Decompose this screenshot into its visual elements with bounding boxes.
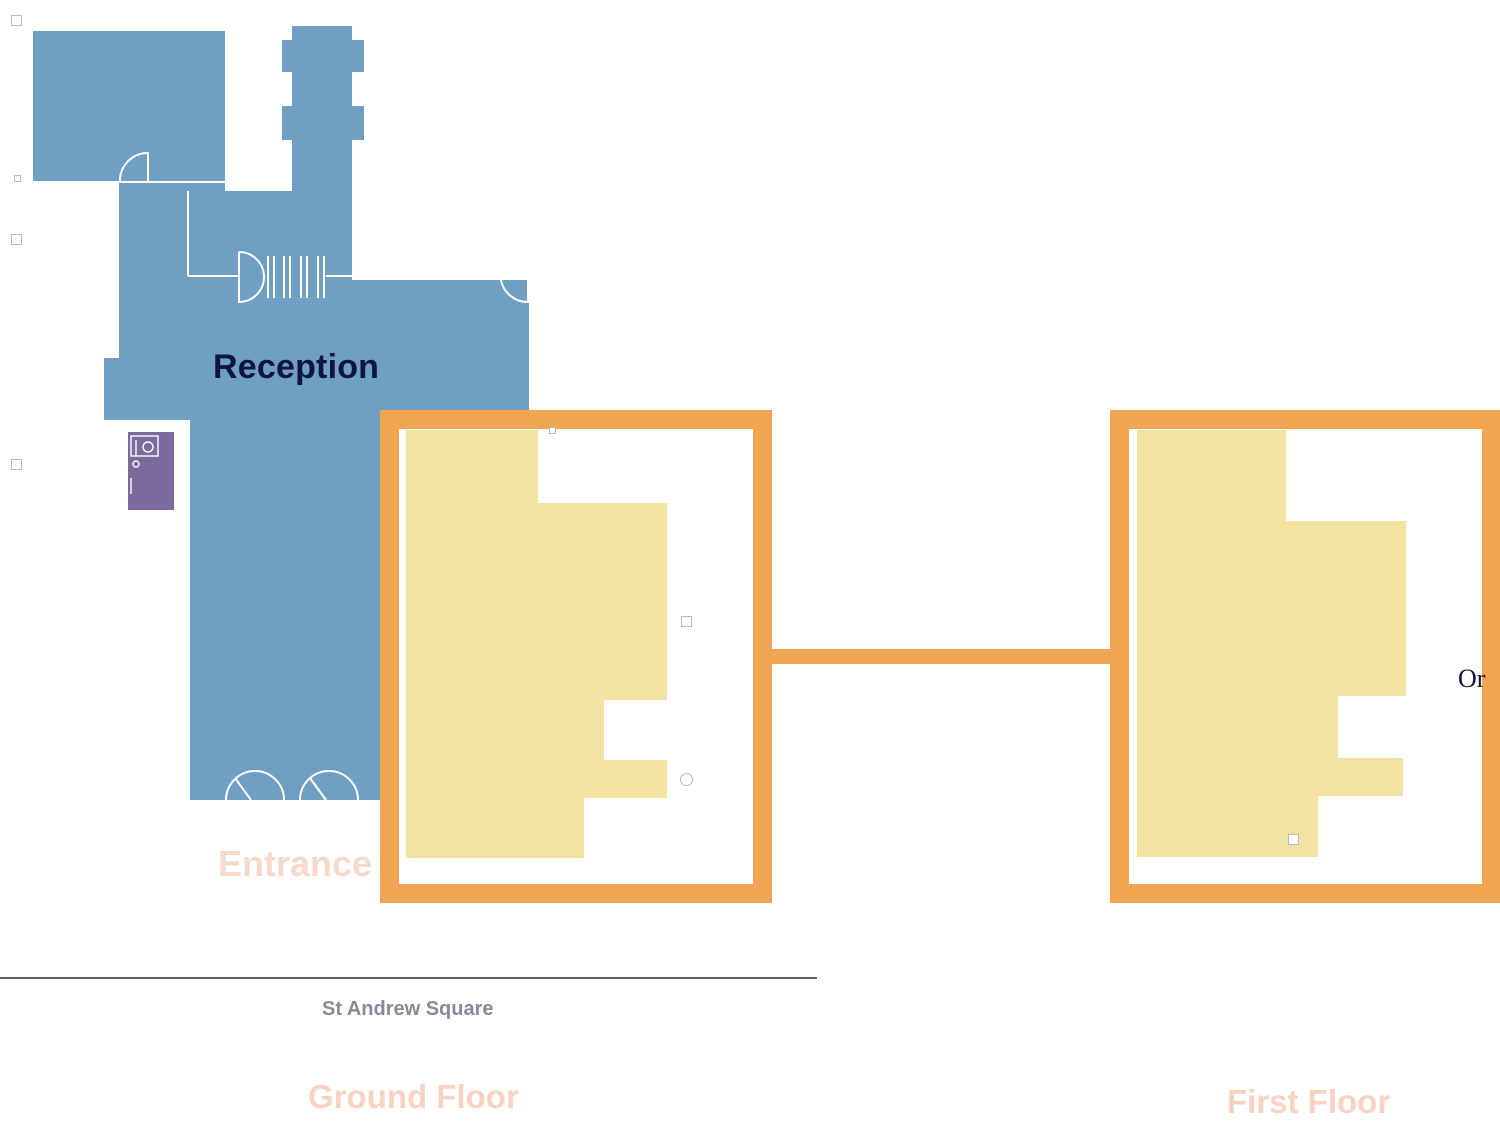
first-floor-highlight <box>1110 410 1500 903</box>
interior-walls <box>102 191 352 420</box>
marker-icon <box>681 616 692 627</box>
first-floor-label[interactable]: First Floor <box>1227 1083 1391 1120</box>
connector-bar <box>772 649 1110 664</box>
first-floor-frame <box>1110 410 1500 903</box>
marker-icon <box>11 234 22 245</box>
marker-icon <box>1288 834 1299 845</box>
entrance-label: Entrance <box>218 843 373 884</box>
toilet-icon <box>130 435 159 494</box>
marker-icon <box>14 175 21 182</box>
entrance-doors-icon <box>225 770 359 801</box>
ground-floor-frame <box>380 410 772 903</box>
first-floor-room[interactable] <box>1137 430 1406 857</box>
top-left-room[interactable] <box>33 31 225 181</box>
clipped-room-label: Or <box>1458 664 1486 693</box>
reception-area[interactable] <box>103 183 529 800</box>
marker-icon <box>11 15 22 26</box>
street-name-label: St Andrew Square <box>322 998 494 1020</box>
ground-floor-label[interactable]: Ground Floor <box>308 1078 519 1115</box>
marker-icon <box>11 459 22 470</box>
tower-corridor[interactable] <box>282 26 364 280</box>
marker-icon <box>680 773 693 786</box>
ground-floor-room[interactable] <box>406 430 667 858</box>
ground-floor-plan <box>33 26 529 801</box>
ground-floor-highlight <box>380 410 772 903</box>
door-icon <box>118 151 529 304</box>
reception-label: Reception <box>213 348 380 386</box>
marker-icon <box>549 427 556 434</box>
